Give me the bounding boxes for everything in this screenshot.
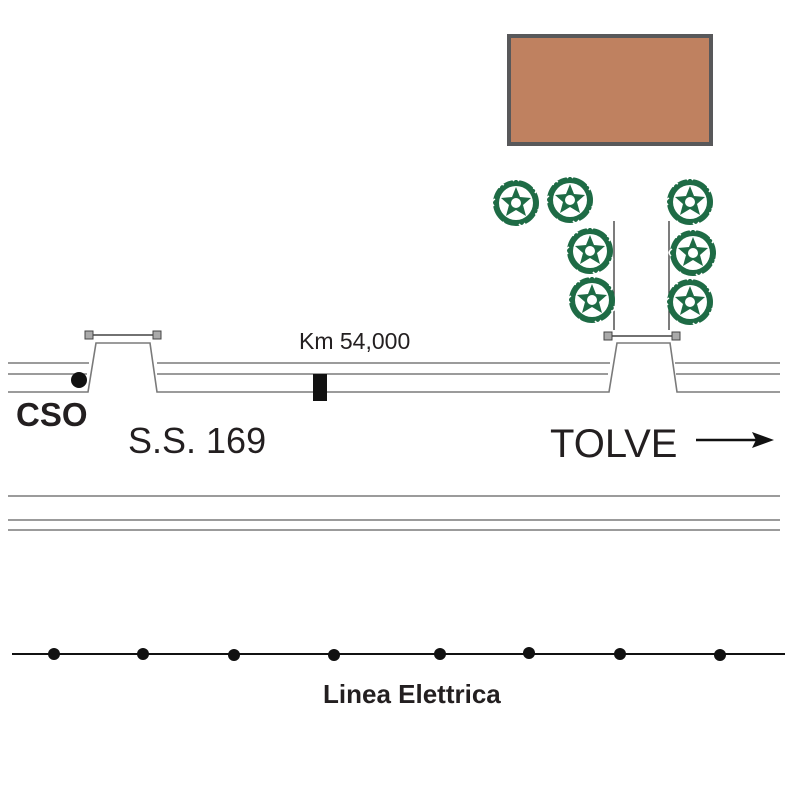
building — [507, 34, 713, 146]
cso-marker — [71, 372, 87, 388]
lower-road — [8, 495, 780, 531]
trees — [491, 175, 717, 326]
road-ss169 — [8, 342, 780, 393]
right-bridge — [603, 331, 681, 341]
km-marker-post — [313, 374, 327, 401]
direction-label: TOLVE — [550, 422, 678, 466]
direction-arrow — [696, 432, 774, 448]
left-bridge — [84, 330, 162, 340]
cso-label: CSO — [16, 396, 88, 433]
road-label: S.S. 169 — [128, 420, 267, 461]
km-label: Km 54,000 — [299, 328, 411, 354]
power-line-label: Linea Elettrica — [323, 679, 501, 709]
power-line — [12, 647, 785, 661]
